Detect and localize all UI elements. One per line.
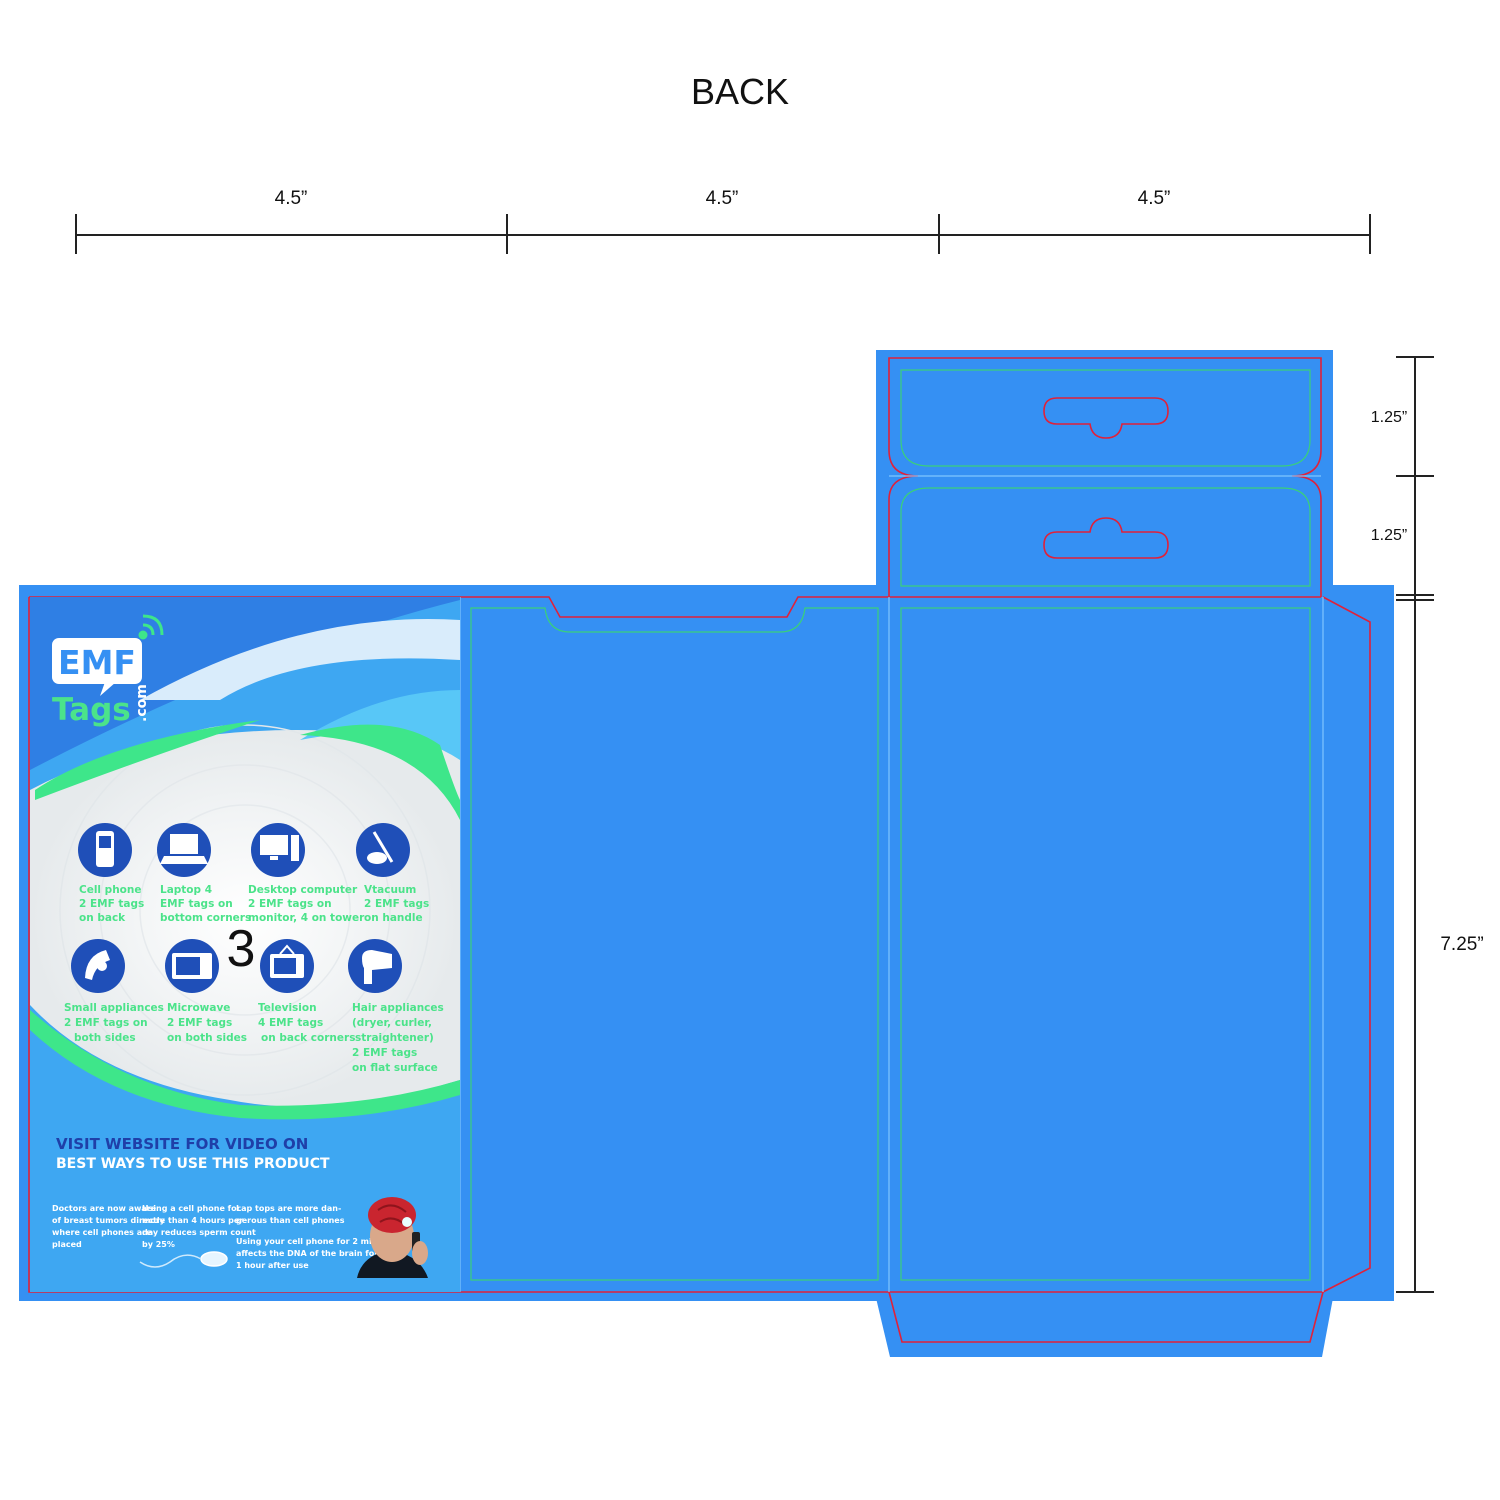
cta-line-2: BEST WAYS TO USE THIS PRODUCT [56,1156,330,1172]
emf-tags-logo: EMF Tags .com [52,614,164,728]
logo-com-text: .com [134,684,150,722]
health-facts: Doctors are now aware of breast tumors d… [52,1204,404,1270]
fact-breast-tumors: Doctors are now aware of breast tumors d… [52,1204,168,1249]
box-height-label: 7.25” [1440,934,1483,955]
signal-waves-icon [138,614,164,640]
height-dimension-ruler [1396,356,1434,1293]
caption-vacuum: Vtacuum 2 EMF tags on handle [364,884,433,924]
device-captions: Cell phone 2 EMF tags on back Laptop 4 E… [64,884,447,1074]
laptop-icon [157,823,211,877]
microwave-icon [165,939,219,993]
printed-back-panel: EMF Tags .com [30,597,460,1292]
hanger-flap-area [876,350,1333,590]
flap-height-label-1: 1.25” [1371,409,1407,426]
desktop-computer-icon [251,823,305,877]
television-icon [260,939,314,993]
page-title: BACK [691,71,789,112]
fact-brain-dna: Using your cell phone for 2 minutes affe… [236,1237,404,1270]
bottom-tuck-flap [876,1298,1333,1357]
caption-microwave: Microwave 2 EMF tags on both sides [167,1002,247,1044]
panel-number: 3 [227,920,256,978]
width-label-1: 4.5” [275,188,308,209]
width-label-3: 4.5” [1138,188,1171,209]
fact-laptops: Lap tops are more dan- gerous than cell … [236,1204,345,1225]
person-on-phone-illustration [357,1197,428,1278]
sperm-illustration [139,1251,228,1268]
caption-cell-phone: Cell phone 2 EMF tags on back [79,884,148,924]
caption-television: Television 4 EMF tags on back corners [258,1002,355,1044]
cut-lines [28,357,1371,1343]
caption-laptop: Laptop 4 EMF tags on bottom corners [160,884,251,924]
small-appliance-icon [71,939,125,993]
caption-hair-appliances: Hair appliances (dryer, curler, straight… [352,1002,447,1074]
caption-small-appliances: Small appliances 2 EMF tags on both side… [64,1002,168,1044]
flap-height-label-2: 1.25” [1371,527,1407,544]
hair-dryer-icon [348,939,402,993]
logo-emf-text: EMF [58,643,136,682]
width-dimension-ruler [75,214,1371,254]
vacuum-icon [356,823,410,877]
logo-tags-text: Tags [52,692,131,728]
cell-phone-icon [78,823,132,877]
fact-sperm-count: Using a cell phone for more than 4 hours… [142,1204,259,1249]
caption-desktop-computer: Desktop computer 2 EMF tags on monitor, … [248,884,365,924]
width-label-2: 4.5” [706,188,739,209]
cta-line-1: VISIT WEBSITE FOR VIDEO ON [56,1135,308,1153]
